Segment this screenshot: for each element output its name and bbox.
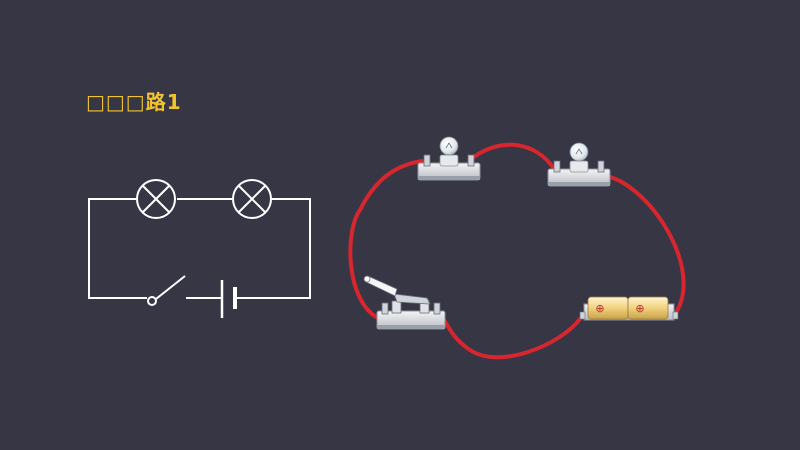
battery-pack: ⊕ ⊕ [579,296,679,321]
bulb-holder-1 [417,136,481,181]
battery-cell-mark-1: ⊕ [595,302,604,315]
switch-handle [365,275,398,297]
schematic-lamp-1 [136,179,176,219]
battery-cell-mark-2: ⊕ [635,302,644,315]
bulb-icon [569,142,589,162]
knife-switch [363,275,446,330]
schematic-wires [88,198,311,299]
schematic-lamp-2 [232,179,272,219]
bulb-icon [439,136,459,156]
slide-title: □□□路1 [86,90,182,114]
schematic-battery [220,280,237,318]
schematic-switch [147,275,186,306]
switch-blade [393,293,431,305]
bulb-holder-2 [547,142,611,187]
circuit-schematic [88,179,311,318]
physical-wires [348,142,686,360]
